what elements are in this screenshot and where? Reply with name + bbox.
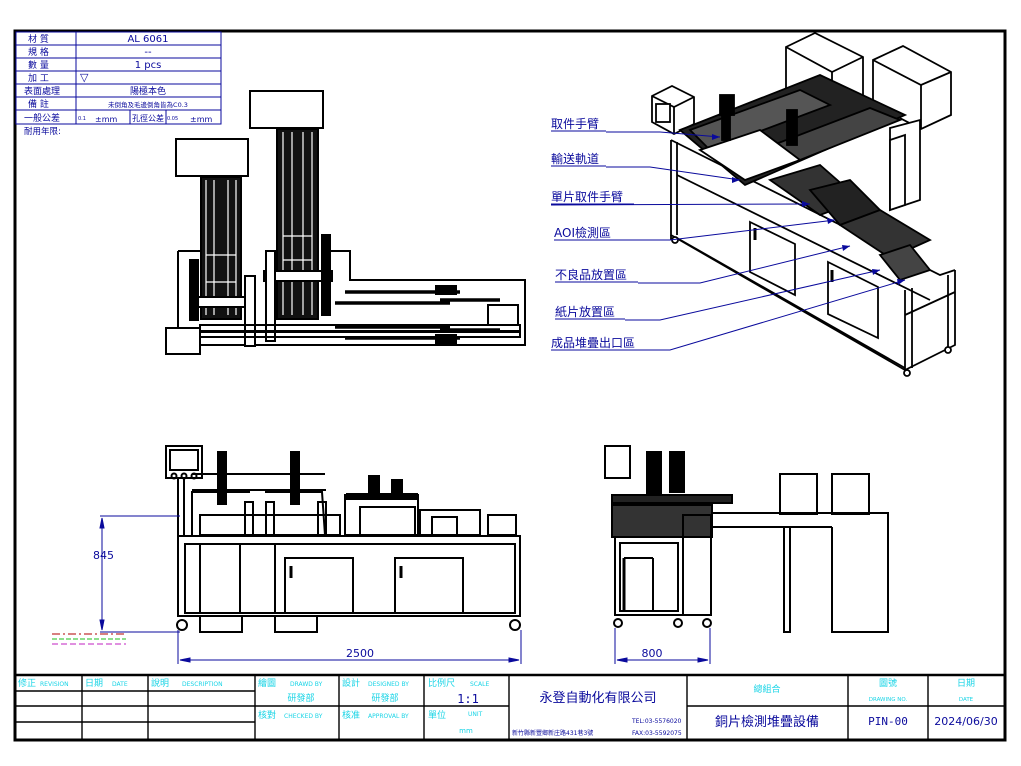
callout-paper-area: 紙片放置區 (555, 304, 615, 319)
tolerance-hole-value: ±mm (190, 115, 212, 124)
unit-label: 單位 (428, 709, 446, 721)
scale-label: 比例尺 (428, 677, 455, 689)
description-header: 說明 (151, 677, 169, 689)
scale-label-en: SCALE (470, 681, 489, 688)
checked-by-label: 核對 (258, 709, 276, 721)
spec-value-notes: 未倒角及毛邊倒角皆為C0.3 (108, 100, 188, 109)
top-view-drawing (165, 90, 526, 355)
title-date-label-en: DATE (959, 697, 974, 703)
title-block (15, 673, 1005, 740)
drawn-by-value: 研發部 (287, 692, 314, 704)
spec-label-surface: 表面處理 (24, 85, 60, 97)
callout-leaders (550, 131, 906, 351)
drawing-no-label-en: DRAWING NO. (869, 697, 908, 703)
product-name: 銅片檢測堆疊設備 (715, 714, 819, 730)
callout-aoi-inspection: AOI檢測區 (554, 225, 611, 240)
service-life-label: 耐用年限: (24, 126, 61, 137)
callout-reject-area: 不良品放置區 (555, 267, 627, 282)
tolerance-general-value: ±mm (95, 115, 117, 124)
side-width-value: 800 (642, 647, 663, 660)
designed-by-value: 研發部 (371, 692, 398, 704)
spec-value-spec: -- (144, 47, 152, 58)
callout-arrowheads (712, 134, 905, 285)
spec-label-spec: 規 格 (28, 46, 49, 58)
scale-value: 1:1 (457, 692, 479, 706)
designed-by-en: DESIGNED BY (368, 681, 409, 688)
assembly-label: 總組合 (753, 683, 780, 695)
callout-output-stack-area: 成品堆疊出口區 (551, 336, 635, 350)
unit-label-en: UNIT (468, 711, 483, 718)
height-dimension-value: 845 (93, 549, 114, 562)
spec-label-material: 材 質 (28, 33, 49, 45)
callout-pick-arm: 取件手臂 (551, 117, 599, 131)
spec-label-machining: 加 工 (28, 73, 49, 84)
spec-value-quantity: 1 pcs (135, 60, 162, 71)
height-dimension (99, 515, 180, 633)
callout-conveyor-track: 輸送軌道 (551, 151, 599, 166)
description-header-en: DESCRIPTION (182, 681, 223, 688)
side-width-dimension (614, 628, 711, 664)
spec-value-surface: 陽極本色 (130, 85, 166, 97)
side-view-drawing (604, 445, 889, 633)
drawing-frame (13, 29, 1007, 742)
spec-label-quantity: 數 量 (28, 59, 49, 71)
tolerance-hole-label: 孔徑公差 (132, 113, 164, 123)
drawn-by-label: 繪圖 (258, 677, 276, 689)
spec-label-notes: 備 註 (28, 98, 49, 110)
drawing-no-label: 圖號 (879, 677, 897, 689)
spec-value-material: AL 6061 (127, 34, 168, 45)
unit-value: mm (459, 727, 473, 735)
tolerance-general-prefix: 0.1 (78, 116, 86, 122)
isometric-view-drawing (651, 31, 956, 377)
date-header: 日期 (85, 678, 103, 689)
spec-table (15, 31, 222, 125)
title-date-label: 日期 (957, 678, 975, 689)
designed-by-label: 設計 (342, 677, 360, 689)
revision-header: 修正 (18, 677, 36, 689)
tolerance-hole-prefix: 0.05 (167, 116, 178, 122)
front-width-value: 2500 (346, 647, 374, 660)
front-width-dimension (177, 630, 522, 664)
approval-by-label: 核准 (342, 709, 360, 721)
company-address: 新竹縣新豐鄉新庄路431巷3號 (512, 729, 593, 737)
drawing-date: 2024/06/30 (934, 715, 997, 728)
layer-legend (52, 633, 126, 645)
drawn-by-en: DRAWD BY (290, 681, 323, 688)
company-fax: FAX:03-5592075 (632, 730, 682, 737)
date-header-en: DATE (112, 681, 128, 688)
company-tel: TEL:03-5576020 (631, 718, 682, 725)
front-view-drawing (165, 445, 521, 633)
checked-by-en: CHECKED BY (284, 713, 323, 720)
callout-single-pick-arm: 單片取件手臂 (551, 190, 623, 204)
approval-by-en: APPROVAL BY (368, 713, 409, 720)
company-name: 永登自動化有限公司 (539, 691, 656, 706)
revision-header-en: REVISION (40, 681, 69, 688)
drawing-number: PIN-00 (868, 715, 908, 728)
tolerance-label: 一般公差 (24, 112, 60, 124)
machining-symbol-icon: ▽ (80, 71, 89, 84)
